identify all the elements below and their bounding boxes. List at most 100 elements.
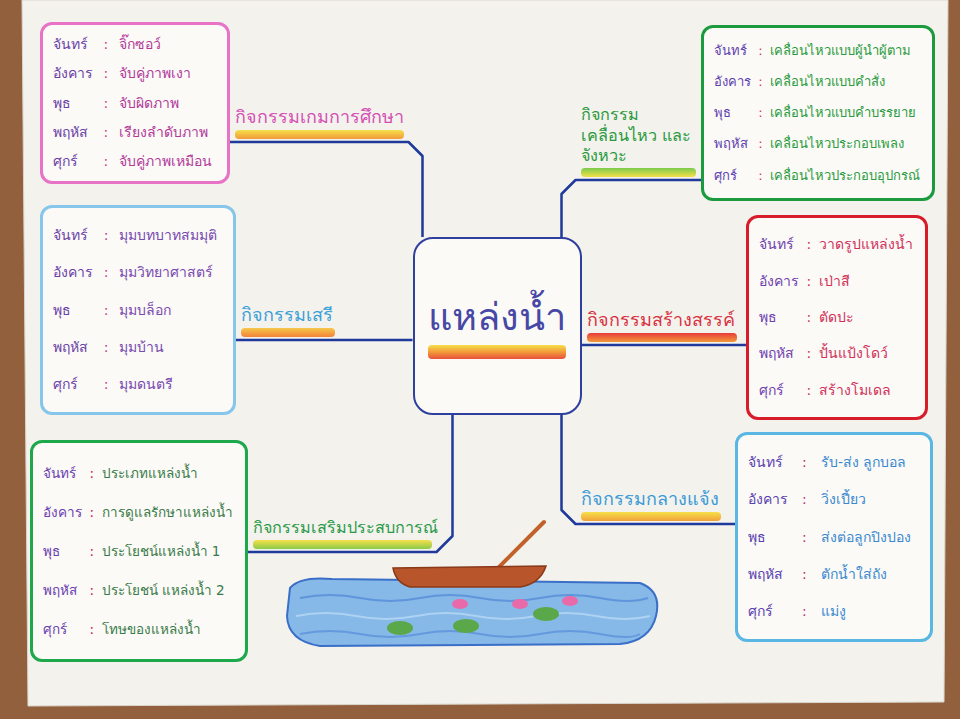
separator: : <box>104 338 114 357</box>
activity-label: ประโยชน์ แหล่งน้ำ 2 <box>102 581 235 599</box>
separator: : <box>104 301 114 320</box>
center-topic: แหล่งน้ำ <box>428 293 566 342</box>
schedule-grid: จันทร์:รับ-ส่ง ลูกบอลอังคาร:วิ่งเปี้ยวพุ… <box>748 443 920 631</box>
activity-label: จิ๊กซอว์ <box>119 35 217 54</box>
activity-label: สร้างโมเดล <box>819 381 915 400</box>
activity-label: เคลื่อนไหวแบบคำสั่ง <box>770 73 922 91</box>
separator: : <box>89 503 96 521</box>
schedule-grid: จันทร์:มุมบทบาทสมมุติอังคาร:มุมวิทยาศาสต… <box>53 216 223 404</box>
day-label: ศุกร์ <box>748 602 797 621</box>
branch-line <box>582 344 747 347</box>
day-label: พุธ <box>759 308 801 327</box>
schedule-grid: จันทร์: จิ๊กซอว์อังคาร: จับคู่ภาพเงาพุธ: จั… <box>53 33 217 173</box>
separator: : <box>802 565 816 584</box>
lotus-flower <box>512 599 528 609</box>
day-label: อังคาร <box>43 503 84 521</box>
branch-label: กิจกรรมเสรี <box>241 304 333 327</box>
activity-label: การดูแลรักษาแหล่งน้ำ <box>102 503 235 521</box>
branch-line <box>236 339 413 342</box>
day-label: ศุกร์ <box>53 375 99 394</box>
branch-label: กิจกรรมกลางแจ้ง <box>581 488 719 511</box>
day-label: ศุกร์ <box>759 381 801 400</box>
day-label: พุธ <box>53 94 98 113</box>
lotus-pad <box>533 607 559 621</box>
branch-line <box>248 415 453 552</box>
activity-label: เป่าสี <box>819 272 915 291</box>
day-label: อังคาร <box>748 490 797 509</box>
activity-label: มุมดนตรี <box>119 375 223 394</box>
activity-label: มุมวิทยาศาสตร์ <box>119 263 223 282</box>
separator: : <box>806 272 813 291</box>
day-label: ศุกร์ <box>43 620 84 638</box>
activity-label: มุมบล็อก <box>119 301 223 320</box>
activity-label: ประเภทแหล่งน้ำ <box>102 464 235 482</box>
day-label: อังคาร <box>759 272 801 291</box>
day-label: พฤหัส <box>748 565 797 584</box>
separator: : <box>89 464 96 482</box>
day-label: พฤหัส <box>53 338 99 357</box>
day-label: พฤหัส <box>43 581 84 599</box>
separator: : <box>104 226 114 245</box>
activity-box: จันทร์:มุมบทบาทสมมุติอังคาร:มุมวิทยาศาสต… <box>40 205 236 415</box>
separator: : <box>103 35 113 54</box>
activity-label: วิ่งเปี้ยว <box>821 490 920 509</box>
pond <box>287 578 657 646</box>
crayon-underline <box>581 168 697 177</box>
separator: : <box>103 123 113 142</box>
separator: : <box>806 344 813 363</box>
activity-label: มุมบทบาทสมมุติ <box>119 226 223 245</box>
activity-label: เคลื่อนไหวแบบผู้นำผู้ตาม <box>770 42 922 60</box>
activity-box: จันทร์: จิ๊กซอว์อังคาร: จับคู่ภาพเงาพุธ: จั… <box>40 22 230 184</box>
separator: : <box>89 542 96 560</box>
mind-map-center: แหล่งน้ำ <box>413 237 582 415</box>
day-label: พฤหัส <box>53 123 98 142</box>
branch-label-box: กิจกรรมเสริมประสบการณ์ <box>253 518 432 549</box>
separator: : <box>103 152 113 171</box>
separator: : <box>806 381 813 400</box>
separator: : <box>104 375 114 394</box>
day-label: จันทร์ <box>53 226 99 245</box>
activity-box: จันทร์:รับ-ส่ง ลูกบอลอังคาร:วิ่งเปี้ยวพุ… <box>735 432 933 642</box>
day-label: พุธ <box>53 301 99 320</box>
day-label: อังคาร <box>714 73 753 91</box>
water-ripple <box>296 613 650 619</box>
lotus-pad <box>387 621 413 635</box>
separator: : <box>758 104 765 122</box>
lotus-flower <box>562 596 578 606</box>
day-label: พฤหัส <box>714 135 753 153</box>
separator: : <box>89 581 96 599</box>
branch-label-box: กิจกรรมสร้างสรรค์ <box>587 309 737 343</box>
activity-label: เคลื่อนไหวประกอบอุปกรณ์ <box>770 167 922 185</box>
activity-label: จับผิดภาพ <box>119 94 217 113</box>
water-ripple <box>300 595 648 601</box>
branch-label-box: กิจกรรมเสรี <box>241 304 335 338</box>
schedule-grid: จันทร์:วาดรูปแหล่งน้ำอังคาร:เป่าสีพุธ:ตั… <box>759 226 915 409</box>
day-label: จันทร์ <box>714 42 753 60</box>
day-label: พฤหัส <box>759 344 801 363</box>
separator: : <box>758 73 765 91</box>
separator: : <box>89 620 96 638</box>
activity-label: ปั้นแป้งโดว์ <box>819 344 915 363</box>
day-label: อังคาร <box>53 64 98 83</box>
day-label: จันทร์ <box>53 35 98 54</box>
crayon-underline <box>235 130 404 139</box>
separator: : <box>802 528 816 547</box>
activity-label: ตักน้ำใส่ถัง <box>821 565 920 584</box>
separator: : <box>103 64 113 83</box>
activity-label: มุมบ้าน <box>119 338 223 357</box>
separator: : <box>758 135 765 153</box>
day-label: จันทร์ <box>748 453 797 472</box>
branch-label-box: กิจกรรมกลางแจ้ง <box>581 488 721 522</box>
separator: : <box>104 263 114 282</box>
activity-label: โทษของแหล่งน้ำ <box>102 620 235 638</box>
crayon-underline <box>581 512 721 521</box>
paper-sheet <box>22 0 948 706</box>
branch-label-box: กิจกรรมเกมการศึกษา <box>235 106 404 139</box>
day-label: จันทร์ <box>759 235 801 254</box>
activity-label: วาดรูปแหล่งน้ำ <box>819 235 915 254</box>
activity-label: จับคู่ภาพเงา <box>119 64 217 83</box>
separator: : <box>802 490 816 509</box>
